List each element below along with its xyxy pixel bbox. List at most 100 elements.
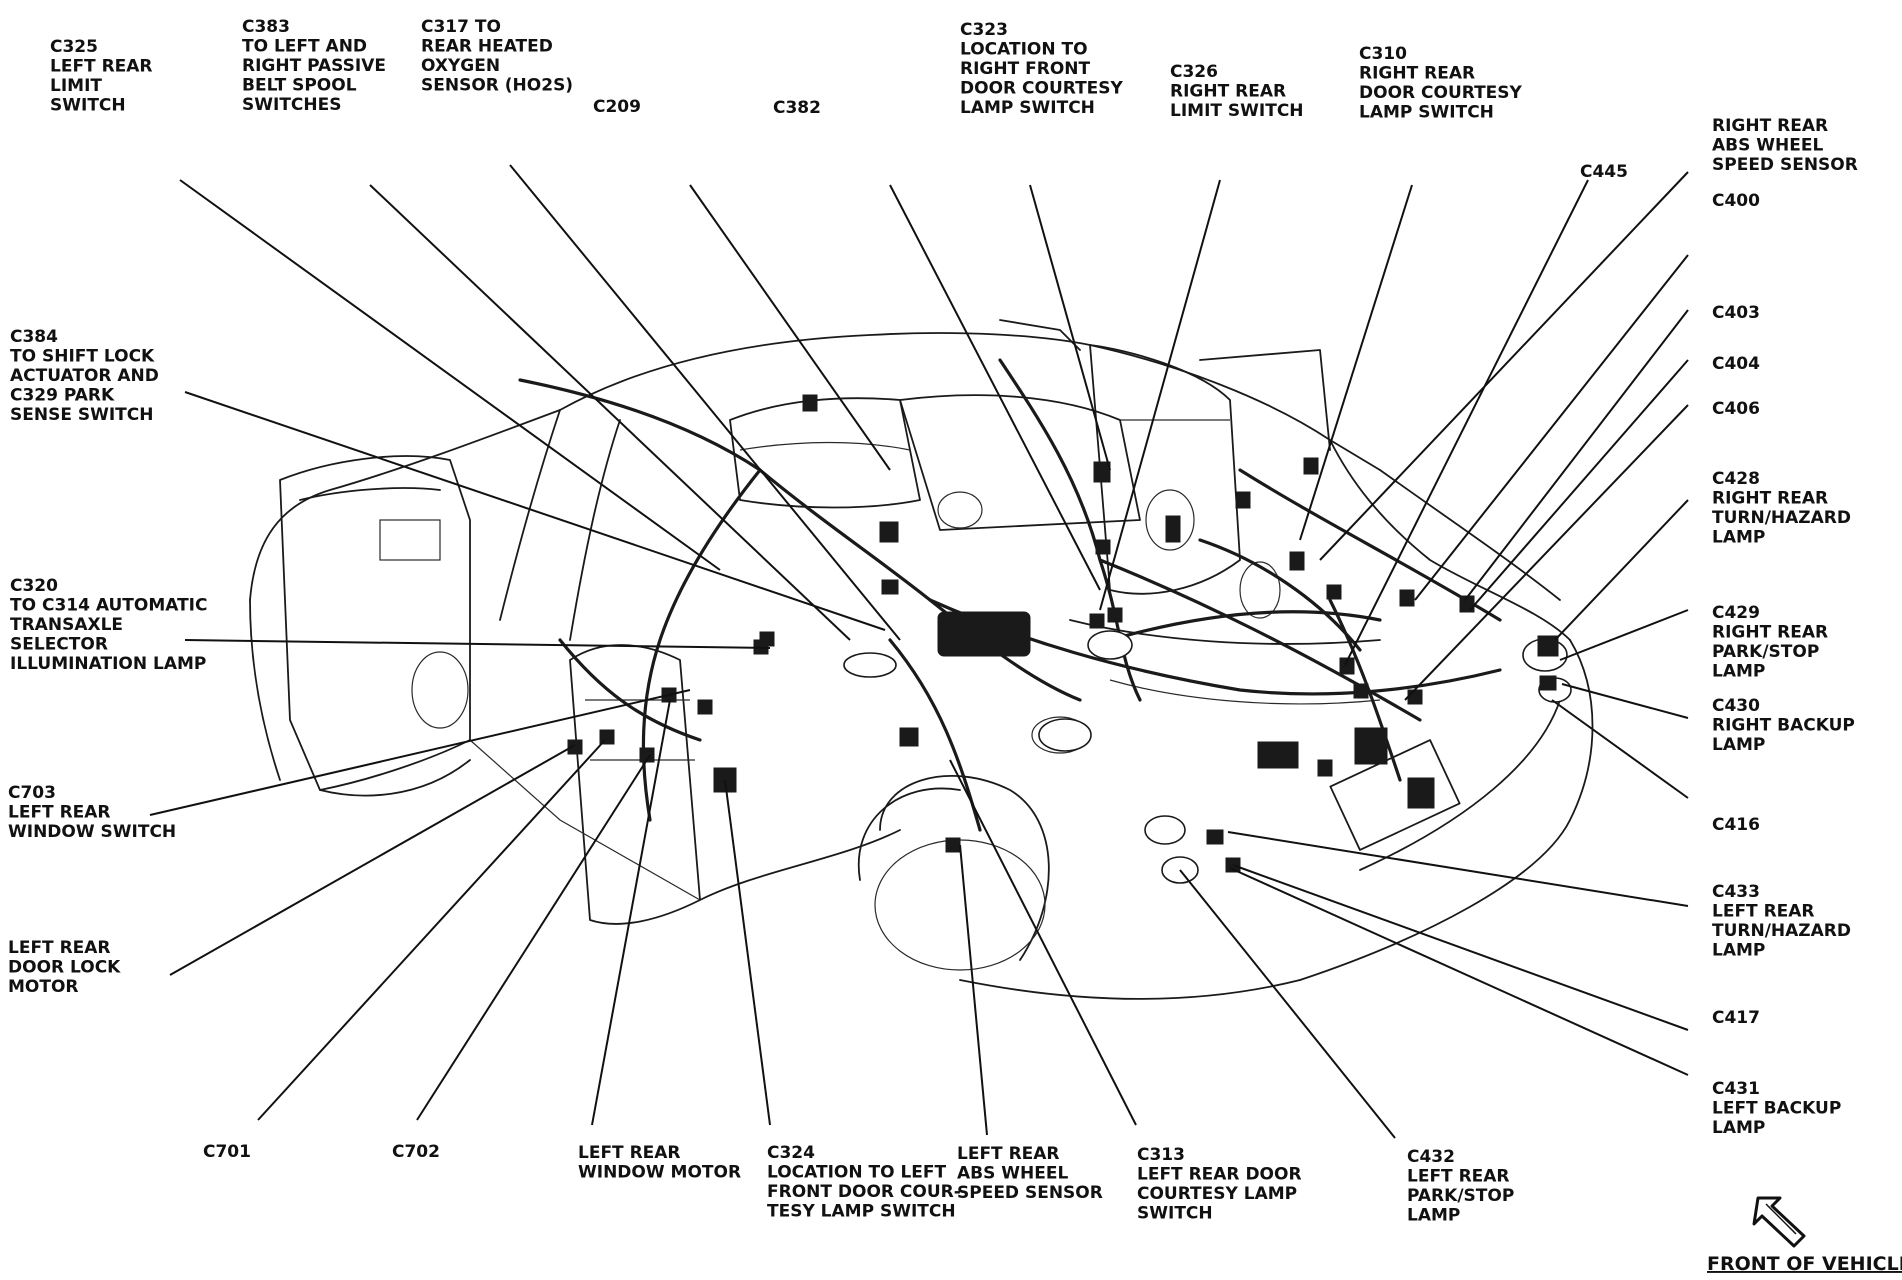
label-line: LAMP SWITCH xyxy=(960,98,1095,118)
label-line: C382 xyxy=(773,98,821,118)
label-line: SWITCH xyxy=(1137,1204,1213,1224)
label-line: C403 xyxy=(1712,303,1760,323)
label-c701: C701 xyxy=(203,1142,251,1162)
label-line: TO LEFT AND xyxy=(242,37,367,57)
label-line: FRONT DOOR COUR- xyxy=(767,1182,961,1202)
label-line: C317 TO xyxy=(421,17,501,37)
label-line: LEFT REAR xyxy=(957,1144,1060,1164)
label-line: RIGHT REAR xyxy=(1712,489,1828,509)
label-line: DOOR COURTESY xyxy=(960,79,1124,99)
label-line: ILLUMINATION LAMP xyxy=(10,654,206,674)
label-c406: C406 xyxy=(1712,399,1760,419)
label-line: LEFT REAR xyxy=(1407,1167,1510,1187)
label-line: SPEED SENSOR xyxy=(957,1183,1103,1203)
label-line: C310 xyxy=(1359,44,1407,64)
label-line: C406 xyxy=(1712,399,1760,419)
label-line: PARK/STOP xyxy=(1407,1186,1514,1206)
label-line: COURTESY LAMP xyxy=(1137,1184,1297,1204)
label-line: C433 xyxy=(1712,882,1760,902)
front-arrow-icon xyxy=(1752,1196,1806,1248)
label-line: C429 xyxy=(1712,603,1760,623)
label-line: C445 xyxy=(1580,162,1628,182)
label-line: LEFT REAR xyxy=(50,57,153,77)
label-line: DOOR COURTESY xyxy=(1359,83,1523,103)
label-line: C416 xyxy=(1712,815,1760,835)
label-line: MOTOR xyxy=(8,977,79,997)
label-line: LAMP xyxy=(1712,735,1765,755)
label-c209: C209 xyxy=(593,97,641,117)
label-line: RIGHT REAR xyxy=(1712,623,1828,643)
label-line: LOCATION TO xyxy=(960,40,1088,60)
label-line: C702 xyxy=(392,1142,440,1162)
label-line: C404 xyxy=(1712,354,1760,374)
label-line: OXYGEN xyxy=(421,56,500,76)
label-line: C326 xyxy=(1170,62,1218,82)
label-line: ABS WHEEL xyxy=(957,1164,1068,1184)
label-line: SENSE SWITCH xyxy=(10,405,153,425)
label-line: RIGHT REAR xyxy=(1359,64,1475,84)
label-line: RIGHT PASSIVE xyxy=(242,56,386,76)
label-line: SPEED SENSOR xyxy=(1712,155,1858,175)
label-line: LEFT REAR xyxy=(578,1143,681,1163)
label-line: C400 xyxy=(1712,191,1760,211)
label-line: TESY LAMP SWITCH xyxy=(767,1202,956,1222)
label-line: LOCATION TO LEFT xyxy=(767,1163,947,1183)
label-line: DOOR LOCK xyxy=(8,958,121,978)
label-line: C431 xyxy=(1712,1079,1760,1099)
label-line: TRANSAXLE xyxy=(10,615,123,635)
label-line: LAMP xyxy=(1712,662,1765,682)
label-c400: C400 xyxy=(1712,191,1760,211)
label-line: TURN/HAZARD xyxy=(1712,508,1851,528)
label-line: LIMIT xyxy=(50,76,102,96)
label-c403: C403 xyxy=(1712,303,1760,323)
label-line: LEFT REAR xyxy=(8,938,111,958)
connectors xyxy=(567,394,1559,873)
label-line: RIGHT REAR xyxy=(1712,116,1828,136)
label-line: C432 xyxy=(1407,1147,1455,1167)
label-line: C428 xyxy=(1712,469,1760,489)
label-line: TO SHIFT LOCK xyxy=(10,347,155,367)
label-line: WINDOW SWITCH xyxy=(8,822,176,842)
label-c417: C417 xyxy=(1712,1008,1760,1028)
label-line: C313 xyxy=(1137,1145,1185,1165)
label-line: C324 xyxy=(767,1143,815,1163)
label-line: LEFT BACKUP xyxy=(1712,1099,1841,1119)
label-line: C417 xyxy=(1712,1008,1760,1028)
label-line: WINDOW MOTOR xyxy=(578,1163,741,1183)
label-line: RIGHT REAR xyxy=(1170,82,1286,102)
label-line: SELECTOR xyxy=(10,635,108,655)
label-line: PARK/STOP xyxy=(1712,642,1819,662)
vehicle-illustration xyxy=(249,319,1594,1000)
label-c416: C416 xyxy=(1712,815,1760,835)
label-c702: C702 xyxy=(392,1142,440,1162)
label-line: ABS WHEEL xyxy=(1712,136,1823,156)
label-line: SWITCHES xyxy=(242,95,341,115)
label-c445: C445 xyxy=(1580,162,1628,182)
front-of-vehicle-indicator: FRONT OF VEHICLE xyxy=(1707,1196,1902,1275)
leader-lines xyxy=(149,164,1689,1139)
label-line: SENSOR (HO2S) xyxy=(421,76,573,96)
label-line: C325 xyxy=(50,37,98,57)
label-line: C430 xyxy=(1712,696,1760,716)
label-line: LEFT REAR DOOR xyxy=(1137,1165,1302,1185)
label-line: C701 xyxy=(203,1142,251,1162)
label-line: C384 xyxy=(10,327,58,347)
label-line: C323 xyxy=(960,20,1008,40)
